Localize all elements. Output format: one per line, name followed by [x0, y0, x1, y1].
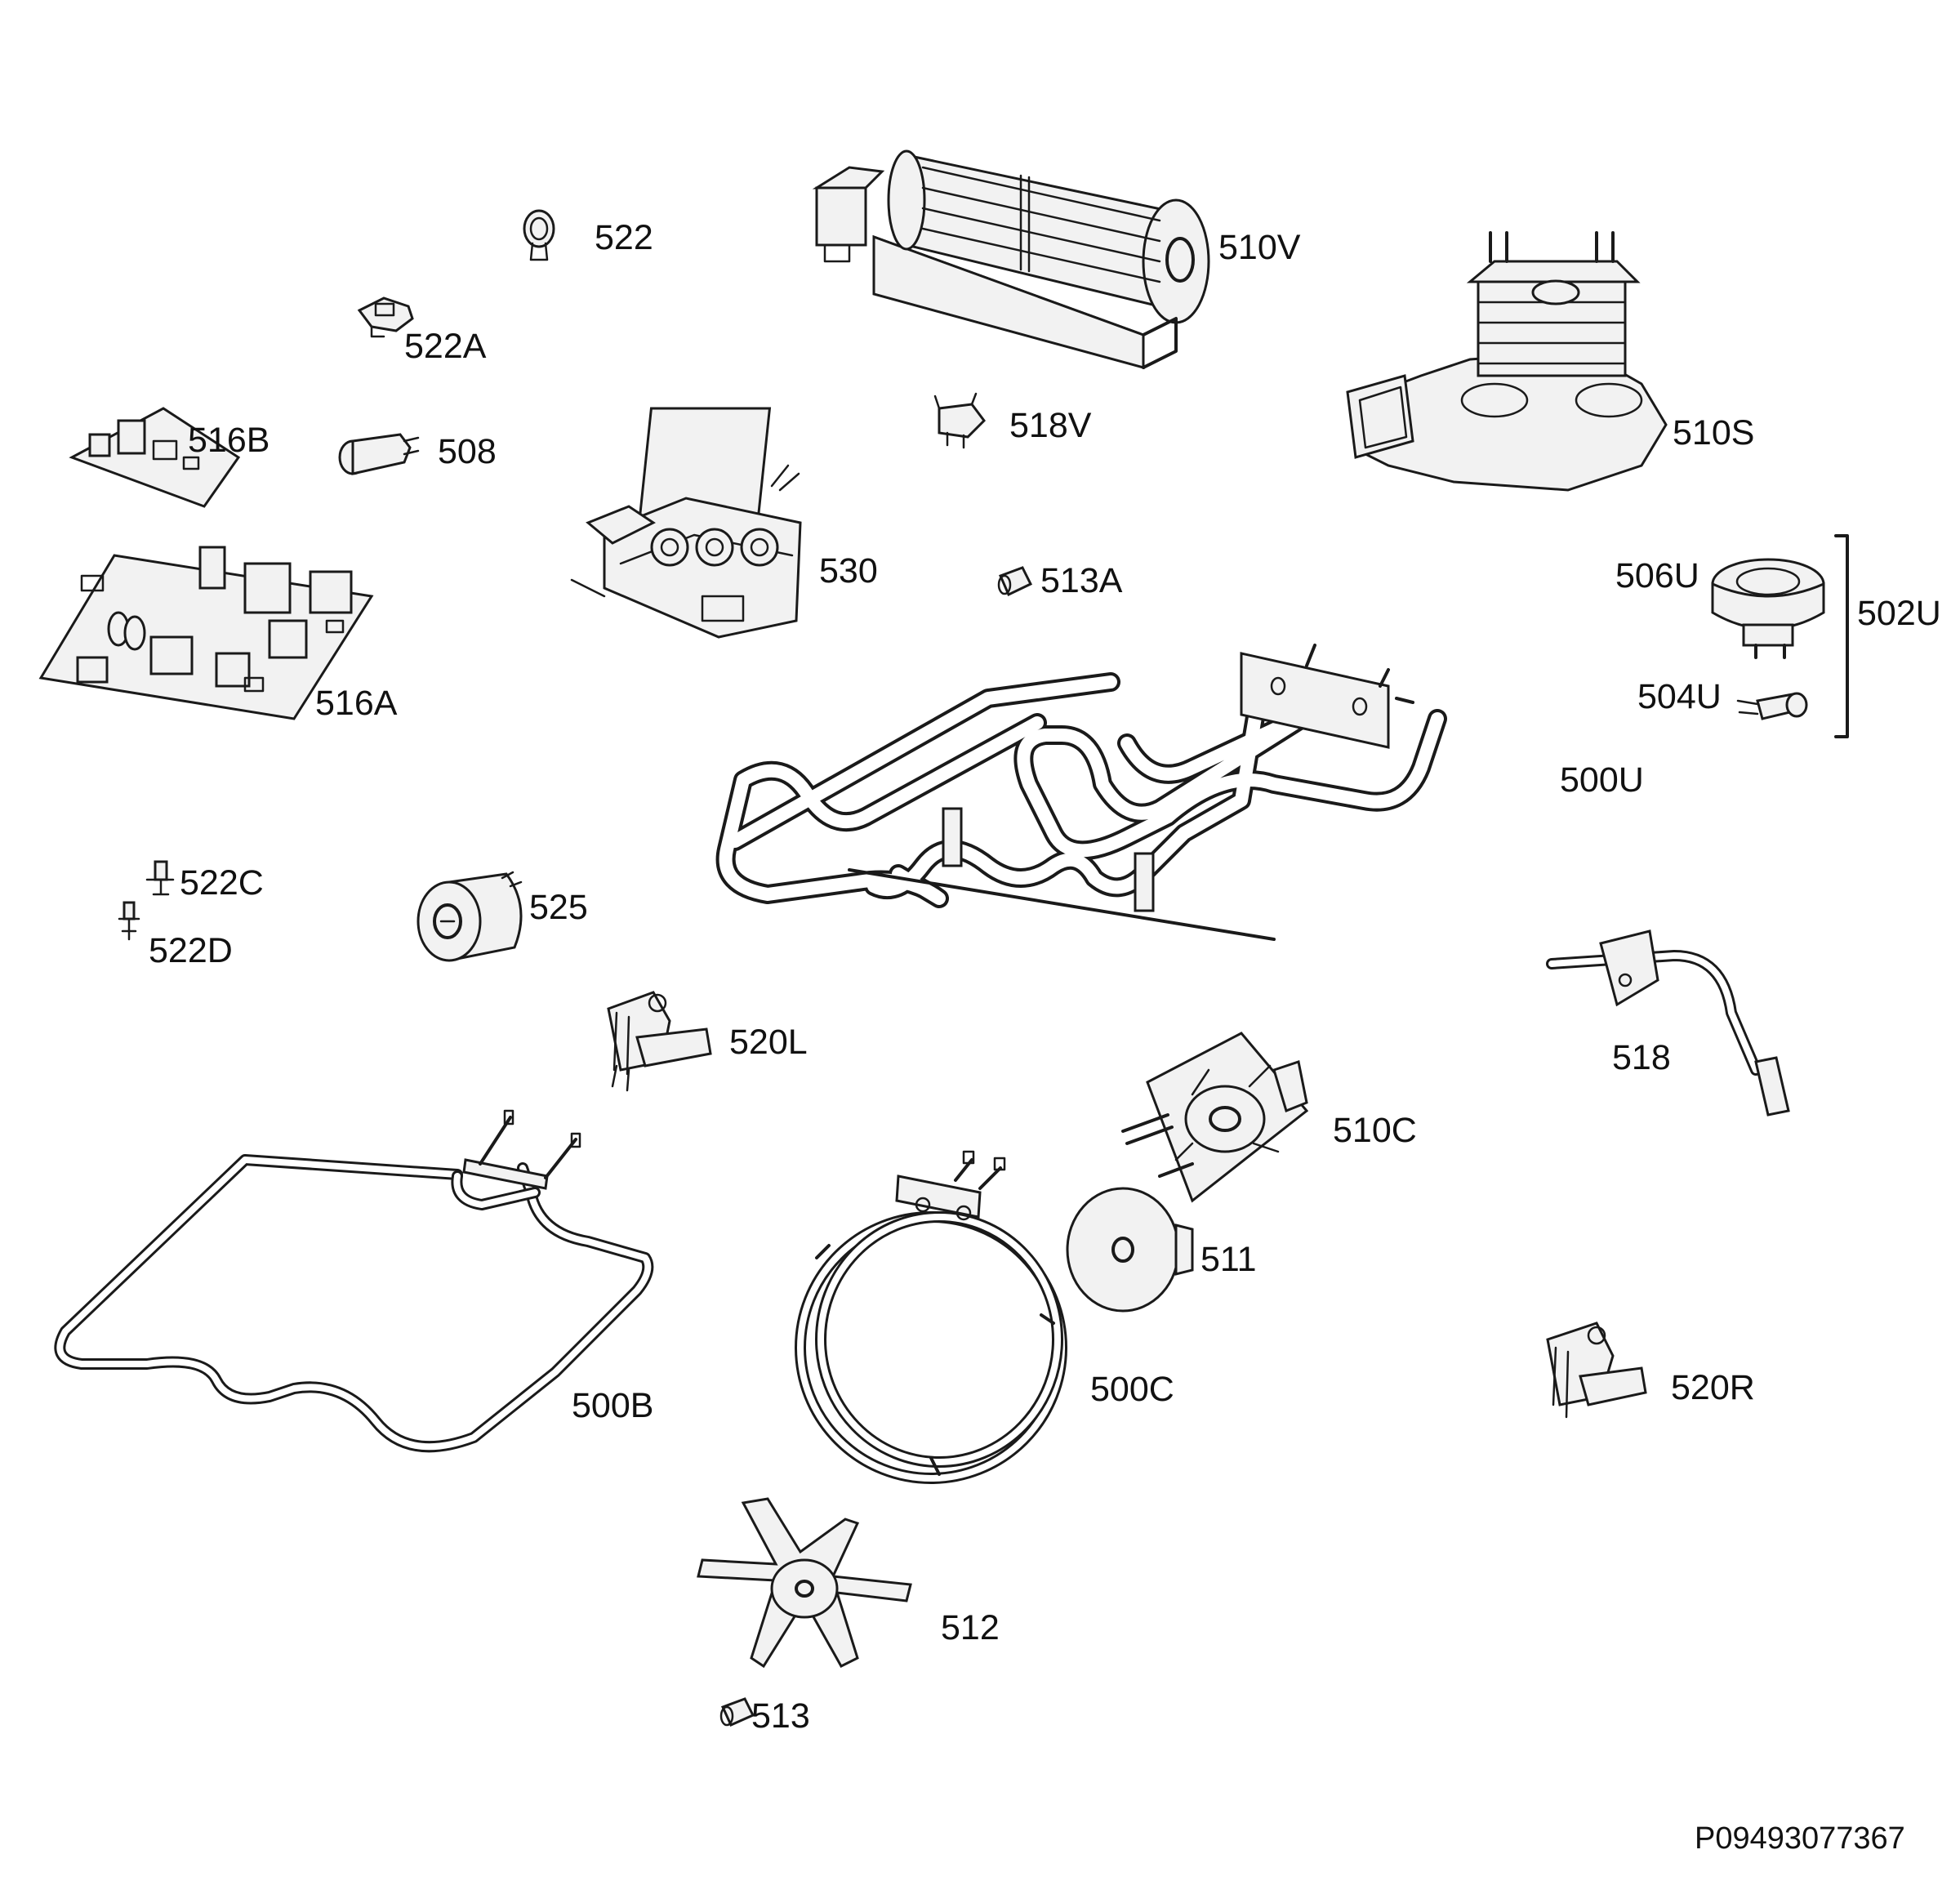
label-516a: 516A — [315, 684, 398, 723]
label-518: 518 — [1612, 1038, 1671, 1077]
label-525: 525 — [529, 888, 588, 927]
part-522-clip — [523, 209, 555, 261]
label-506u: 506U — [1615, 556, 1699, 595]
part-522a-bracket — [357, 296, 414, 338]
group-bracket-502u — [1834, 534, 1849, 738]
part-516a-main-board — [38, 546, 374, 720]
part-504u-sensor — [1736, 692, 1808, 720]
part-510s-blower — [1346, 231, 1668, 492]
part-525-capacitor — [416, 871, 523, 962]
part-522c-pin — [145, 860, 175, 896]
label-511: 511 — [1200, 1240, 1257, 1279]
label-508: 508 — [438, 432, 497, 471]
part-516b-small-board — [69, 407, 241, 508]
label-510c: 510C — [1333, 1111, 1417, 1150]
label-500u: 500U — [1560, 760, 1644, 800]
part-508-indicator-lamp — [338, 433, 420, 475]
part-511-disc — [1066, 1187, 1194, 1313]
label-500b: 500B — [572, 1386, 654, 1425]
label-522: 522 — [595, 218, 653, 257]
part-518-sensor-probe — [1546, 929, 1790, 1117]
label-504u: 504U — [1637, 677, 1722, 716]
label-512: 512 — [941, 1608, 1000, 1647]
label-513: 513 — [751, 1696, 810, 1736]
label-513a: 513A — [1040, 561, 1123, 600]
label-520r: 520R — [1671, 1368, 1755, 1407]
part-506u-thermostat — [1711, 558, 1825, 659]
label-530: 530 — [819, 551, 878, 591]
part-520r-door-switch — [1546, 1322, 1647, 1419]
label-500c: 500C — [1090, 1370, 1174, 1409]
part-500b-bottom-element — [54, 1109, 654, 1453]
label-518v: 518V — [1009, 406, 1092, 445]
label-520l: 520L — [729, 1023, 808, 1062]
part-518v-thermostat — [933, 392, 986, 449]
part-522d-pin — [118, 901, 140, 941]
label-522a: 522A — [404, 327, 487, 366]
part-510c-fan-motor — [1121, 1032, 1309, 1203]
label-510v: 510V — [1218, 228, 1301, 267]
part-500c-circular-element — [795, 1150, 1067, 1484]
label-502u: 502U — [1857, 594, 1941, 633]
label-522d: 522D — [149, 931, 233, 970]
part-520l-door-switch — [607, 991, 712, 1092]
part-513a-screw — [997, 566, 1033, 597]
part-510v-tangential-fan — [812, 149, 1210, 370]
label-516b: 516B — [188, 421, 270, 460]
label-510s: 510S — [1673, 413, 1755, 452]
document-id: P09493077367 — [1695, 1821, 1905, 1856]
part-513-screw — [719, 1697, 755, 1727]
part-500u-grill-element — [715, 644, 1447, 941]
part-530-terminal-block — [570, 407, 802, 639]
label-522c: 522C — [180, 863, 264, 903]
part-512-fan-blade — [697, 1497, 912, 1669]
